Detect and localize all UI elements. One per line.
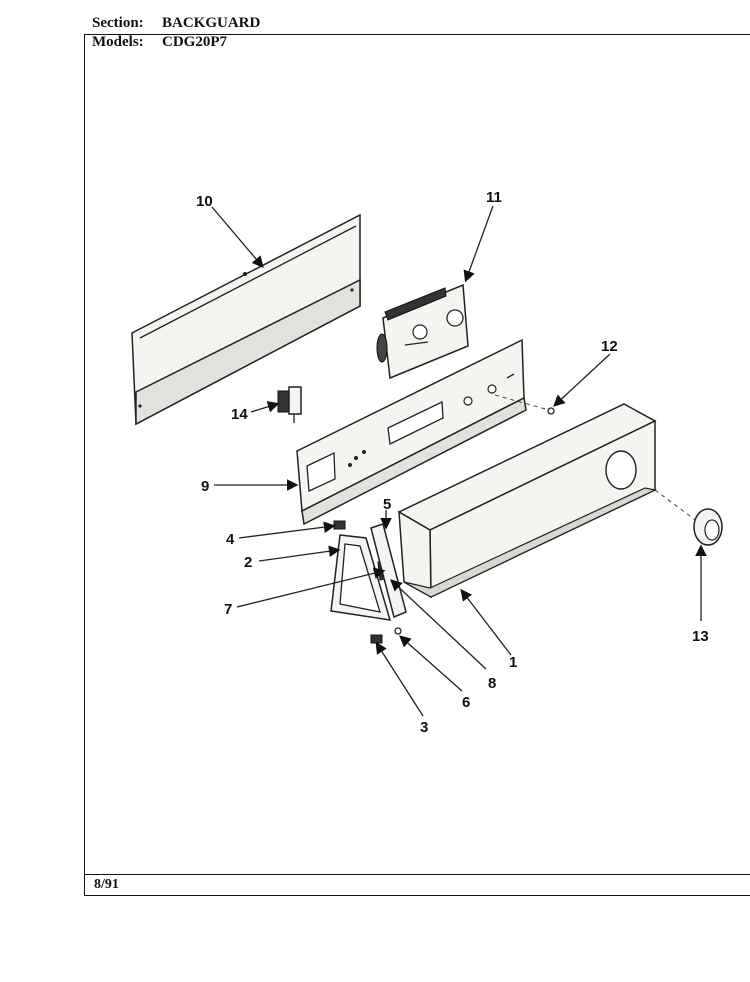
section-label: Section: xyxy=(92,15,144,31)
callout-14: 14 xyxy=(231,406,248,423)
callout-7: 7 xyxy=(224,601,232,618)
models-value: CDG20P7 xyxy=(162,34,227,50)
callout-3: 3 xyxy=(420,719,428,736)
callout-9: 9 xyxy=(201,478,209,495)
trim-strip-part xyxy=(370,523,407,619)
trim-screw-part xyxy=(394,627,402,635)
rear-panel-part xyxy=(131,213,361,426)
callout-12: 12 xyxy=(601,338,618,355)
upper-clip-part xyxy=(333,520,346,530)
callout-13: 13 xyxy=(692,628,709,645)
callout-11: 11 xyxy=(486,189,502,206)
models-label: Models: xyxy=(92,34,144,50)
callout-6: 6 xyxy=(462,694,470,711)
callout-5: 5 xyxy=(383,496,391,513)
callout-10: 10 xyxy=(196,193,213,210)
callout-4: 4 xyxy=(226,531,235,548)
backguard-housing-part xyxy=(397,403,657,599)
control-panel-part xyxy=(296,338,527,526)
screw-part xyxy=(547,407,555,415)
footer-divider xyxy=(84,874,750,875)
knob-part xyxy=(693,508,723,546)
section-value: BACKGUARD xyxy=(162,15,261,31)
lower-clip-part xyxy=(370,634,383,644)
callout-8: 8 xyxy=(488,675,496,692)
callout-1: 1 xyxy=(509,654,517,671)
callout-2: 2 xyxy=(244,554,252,571)
end-cap-part xyxy=(330,534,392,621)
revision-date: 8/91 xyxy=(94,877,119,892)
connector-part xyxy=(277,386,302,423)
diagram-frame xyxy=(84,34,750,896)
timer-part xyxy=(376,283,469,380)
